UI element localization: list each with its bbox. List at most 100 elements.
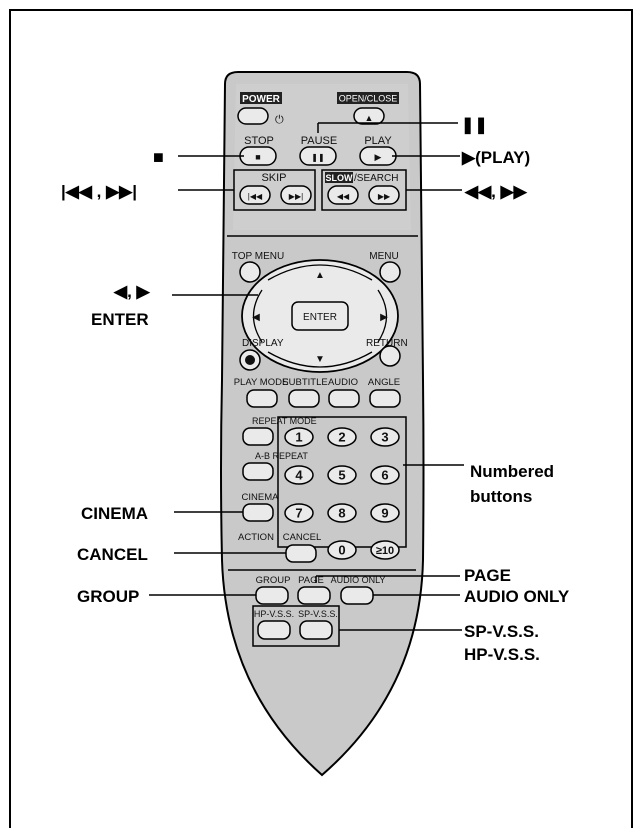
number-button-1[interactable] <box>284 427 314 447</box>
slow-rewind-button[interactable] <box>327 185 359 205</box>
number-button-5[interactable] <box>327 465 357 485</box>
slow-label-bg <box>325 172 353 183</box>
pause-button[interactable] <box>299 146 337 166</box>
number-label-5: 5 <box>338 468 345 483</box>
menu-button[interactable] <box>379 261 401 283</box>
ab-repeat-label: A-B REPEAT <box>255 451 308 461</box>
group-label: GROUP <box>256 575 291 586</box>
cancel-button[interactable] <box>285 544 317 563</box>
sp-vss-label: SP-V.S.S. <box>298 609 338 619</box>
audio-only-label: AUDIO ONLY <box>331 575 386 585</box>
vss-group-frame <box>252 605 340 647</box>
group-callout: GROUP <box>77 587 139 606</box>
page-frame <box>9 9 633 828</box>
play-callout: ▶(PLAY) <box>461 148 530 167</box>
hp-vss-callout: HP-V.S.S. <box>464 645 540 664</box>
stop-label: STOP <box>244 135 274 147</box>
number-label-0: 0 <box>338 543 345 558</box>
page-button[interactable] <box>297 586 331 605</box>
action-label: ACTION <box>238 532 274 543</box>
number-label-2: 2 <box>338 430 345 445</box>
page-label: PAGE <box>298 575 324 586</box>
power-label-bg <box>240 92 282 104</box>
open-close-label: OPEN/CLOSE <box>339 94 398 104</box>
repeat-mode-label: REPEAT MODE <box>252 416 317 426</box>
skip-next-icon: ▶▶| <box>289 192 303 201</box>
display-label: DISPLAY <box>242 338 284 349</box>
number-label-10plus: ≥10 <box>376 545 394 557</box>
number-buttons: 1 2 3 4 5 6 7 8 9 0 ≥10 <box>284 427 400 560</box>
cinema-button[interactable] <box>242 503 274 522</box>
sp-vss-button[interactable] <box>299 620 333 640</box>
cinema-label: CINEMA <box>242 492 280 503</box>
skip-callout: |◀◀ , ▶▶| <box>61 182 137 201</box>
number-button-0[interactable] <box>327 540 357 560</box>
play-icon: ▶ <box>375 152 382 162</box>
number-button-7[interactable] <box>284 503 314 523</box>
number-button-10plus[interactable] <box>370 540 400 560</box>
enter-callout: ENTER <box>91 310 149 329</box>
audio-only-button[interactable] <box>340 586 374 605</box>
display-dot-icon <box>245 355 255 365</box>
play-mode-button[interactable] <box>246 389 278 408</box>
slow-forward-button[interactable] <box>368 185 400 205</box>
play-mode-label: PLAY MODE <box>234 377 289 388</box>
number-label-1: 1 <box>295 430 302 445</box>
slow-label: SLOW <box>326 173 354 183</box>
cursor-right-icon[interactable]: ▶ <box>380 312 388 323</box>
cursor-up-divider <box>267 264 373 281</box>
subtitle-label: SUBTITLE <box>282 377 327 388</box>
audio-button[interactable] <box>328 389 360 408</box>
cursor-down-icon[interactable]: ▼ <box>315 354 325 365</box>
power-button[interactable] <box>237 107 269 125</box>
hp-vss-label: HP-V.S.S. <box>254 609 294 619</box>
number-label-6: 6 <box>381 468 388 483</box>
cursor-up-icon[interactable]: ▲ <box>315 270 325 281</box>
angle-button[interactable] <box>369 389 401 408</box>
return-button[interactable] <box>379 345 401 367</box>
play-label: PLAY <box>364 135 392 147</box>
cinema-callout: CINEMA <box>81 504 148 523</box>
stop-callout-icon: ■ <box>153 147 164 167</box>
angle-label: ANGLE <box>368 377 400 388</box>
ab-repeat-button[interactable] <box>242 462 274 481</box>
skip-prev-button[interactable] <box>239 185 271 205</box>
open-close-label-bg <box>337 92 399 104</box>
number-button-9[interactable] <box>370 503 400 523</box>
number-label-8: 8 <box>338 506 345 521</box>
audio-only-callout: AUDIO ONLY <box>464 587 570 606</box>
rewind-icon: ◀◀ <box>337 192 350 201</box>
skip-prev-icon: |◀◀ <box>248 192 263 201</box>
cursor-left-divider <box>252 289 263 343</box>
top-menu-button[interactable] <box>239 261 261 283</box>
callout-lines <box>149 122 464 631</box>
subtitle-button[interactable] <box>288 389 320 408</box>
search-label: /SEARCH <box>354 173 398 184</box>
power-label: POWER <box>242 94 281 105</box>
number-button-3[interactable] <box>370 427 400 447</box>
top-menu-label: TOP MENU <box>232 251 284 262</box>
cursor-callout: ◀, ▶ <box>113 282 151 301</box>
hp-vss-button[interactable] <box>257 620 291 640</box>
slow-search-callout: ◀◀, ▶▶ <box>464 182 528 201</box>
number-button-6[interactable] <box>370 465 400 485</box>
number-label-3: 3 <box>381 430 388 445</box>
numbered-callout-line1: Numbered <box>470 462 554 481</box>
open-close-button[interactable] <box>353 107 385 125</box>
number-label-4: 4 <box>295 468 303 483</box>
cursor-left-icon[interactable]: ◀ <box>252 312 260 323</box>
enter-button[interactable] <box>291 301 349 331</box>
forward-icon: ▶▶ <box>378 192 391 201</box>
return-label: RETURN <box>366 338 408 349</box>
enter-label: ENTER <box>303 312 337 323</box>
group-button[interactable] <box>255 586 289 605</box>
skip-next-button[interactable] <box>280 185 312 205</box>
menu-label: MENU <box>369 251 398 262</box>
pause-icon: ❚❚ <box>311 153 324 162</box>
number-button-8[interactable] <box>327 503 357 523</box>
number-button-2[interactable] <box>327 427 357 447</box>
repeat-mode-button[interactable] <box>242 427 274 446</box>
number-button-4[interactable] <box>284 465 314 485</box>
